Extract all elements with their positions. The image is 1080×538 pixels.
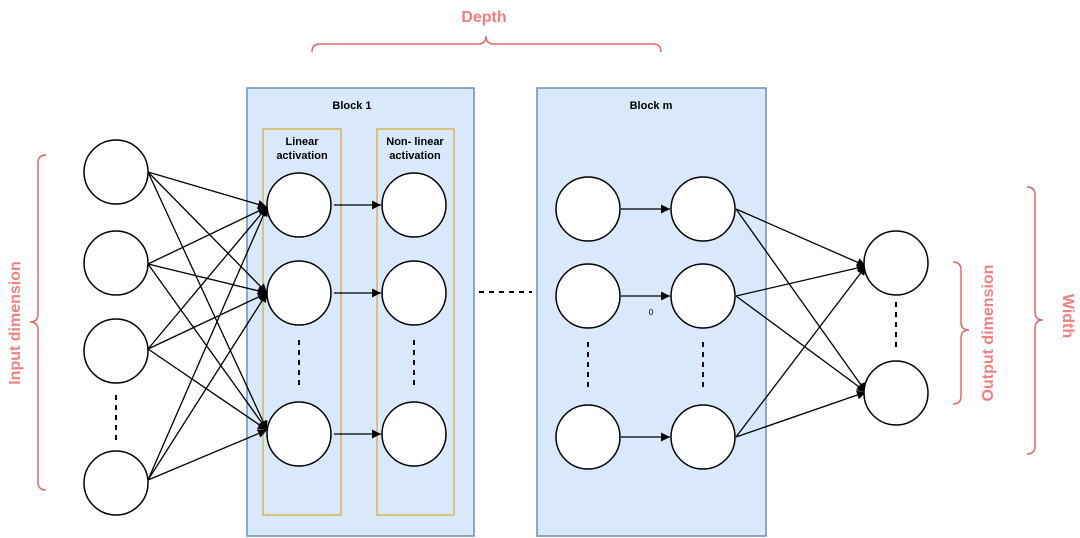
nonlinear-activation-label-2: activation bbox=[389, 150, 441, 162]
output-layer bbox=[863, 230, 929, 426]
output-brace bbox=[952, 261, 970, 405]
block-1-title: Block 1 bbox=[332, 100, 371, 112]
block-m-neuron bbox=[670, 263, 736, 329]
block-m-neuron bbox=[555, 263, 621, 329]
linear-neurons bbox=[266, 172, 332, 467]
nonlinear-neuron bbox=[381, 172, 447, 238]
width-label: Width bbox=[1059, 294, 1076, 338]
input-neuron bbox=[83, 230, 149, 296]
block-m-neurons bbox=[555, 176, 736, 470]
linear-neuron bbox=[266, 260, 332, 326]
nonlinear-neurons bbox=[381, 172, 447, 467]
block-m-to-output-connections bbox=[735, 208, 867, 438]
block-1-linear-to-nonlinear bbox=[334, 200, 381, 439]
input-dimension-label: Input dimension bbox=[7, 261, 24, 385]
linear-activation-label-2: activation bbox=[276, 150, 328, 162]
output-dimension-label: Output dimension bbox=[980, 265, 997, 402]
depth-label: Depth bbox=[461, 9, 506, 26]
ellipsis-markers bbox=[115, 291, 897, 443]
linear-activation-label-1: Linear bbox=[285, 136, 319, 148]
nonlinear-activation-label-1: Non- linear bbox=[386, 136, 444, 148]
connection-value-label: 0 bbox=[649, 308, 654, 317]
block-m-neuron bbox=[555, 404, 621, 470]
linear-neuron bbox=[266, 172, 332, 238]
width-brace bbox=[1026, 186, 1044, 455]
input-to-linear-connections bbox=[147, 171, 268, 481]
block-m-title: Block m bbox=[630, 100, 673, 112]
input-neuron bbox=[83, 450, 149, 516]
block-m-neuron bbox=[555, 176, 621, 242]
nonlinear-neuron bbox=[381, 260, 447, 326]
output-neuron bbox=[863, 360, 929, 426]
block-m-connections bbox=[621, 204, 670, 442]
input-layer bbox=[83, 139, 149, 516]
input-brace bbox=[29, 154, 47, 491]
block-m-neuron bbox=[670, 404, 736, 470]
output-neuron bbox=[863, 230, 929, 296]
block-m-neuron bbox=[670, 176, 736, 242]
input-neuron bbox=[83, 318, 149, 384]
linear-neuron bbox=[266, 401, 332, 467]
input-neuron bbox=[83, 139, 149, 205]
nonlinear-neuron bbox=[381, 401, 447, 467]
depth-brace bbox=[311, 35, 662, 53]
